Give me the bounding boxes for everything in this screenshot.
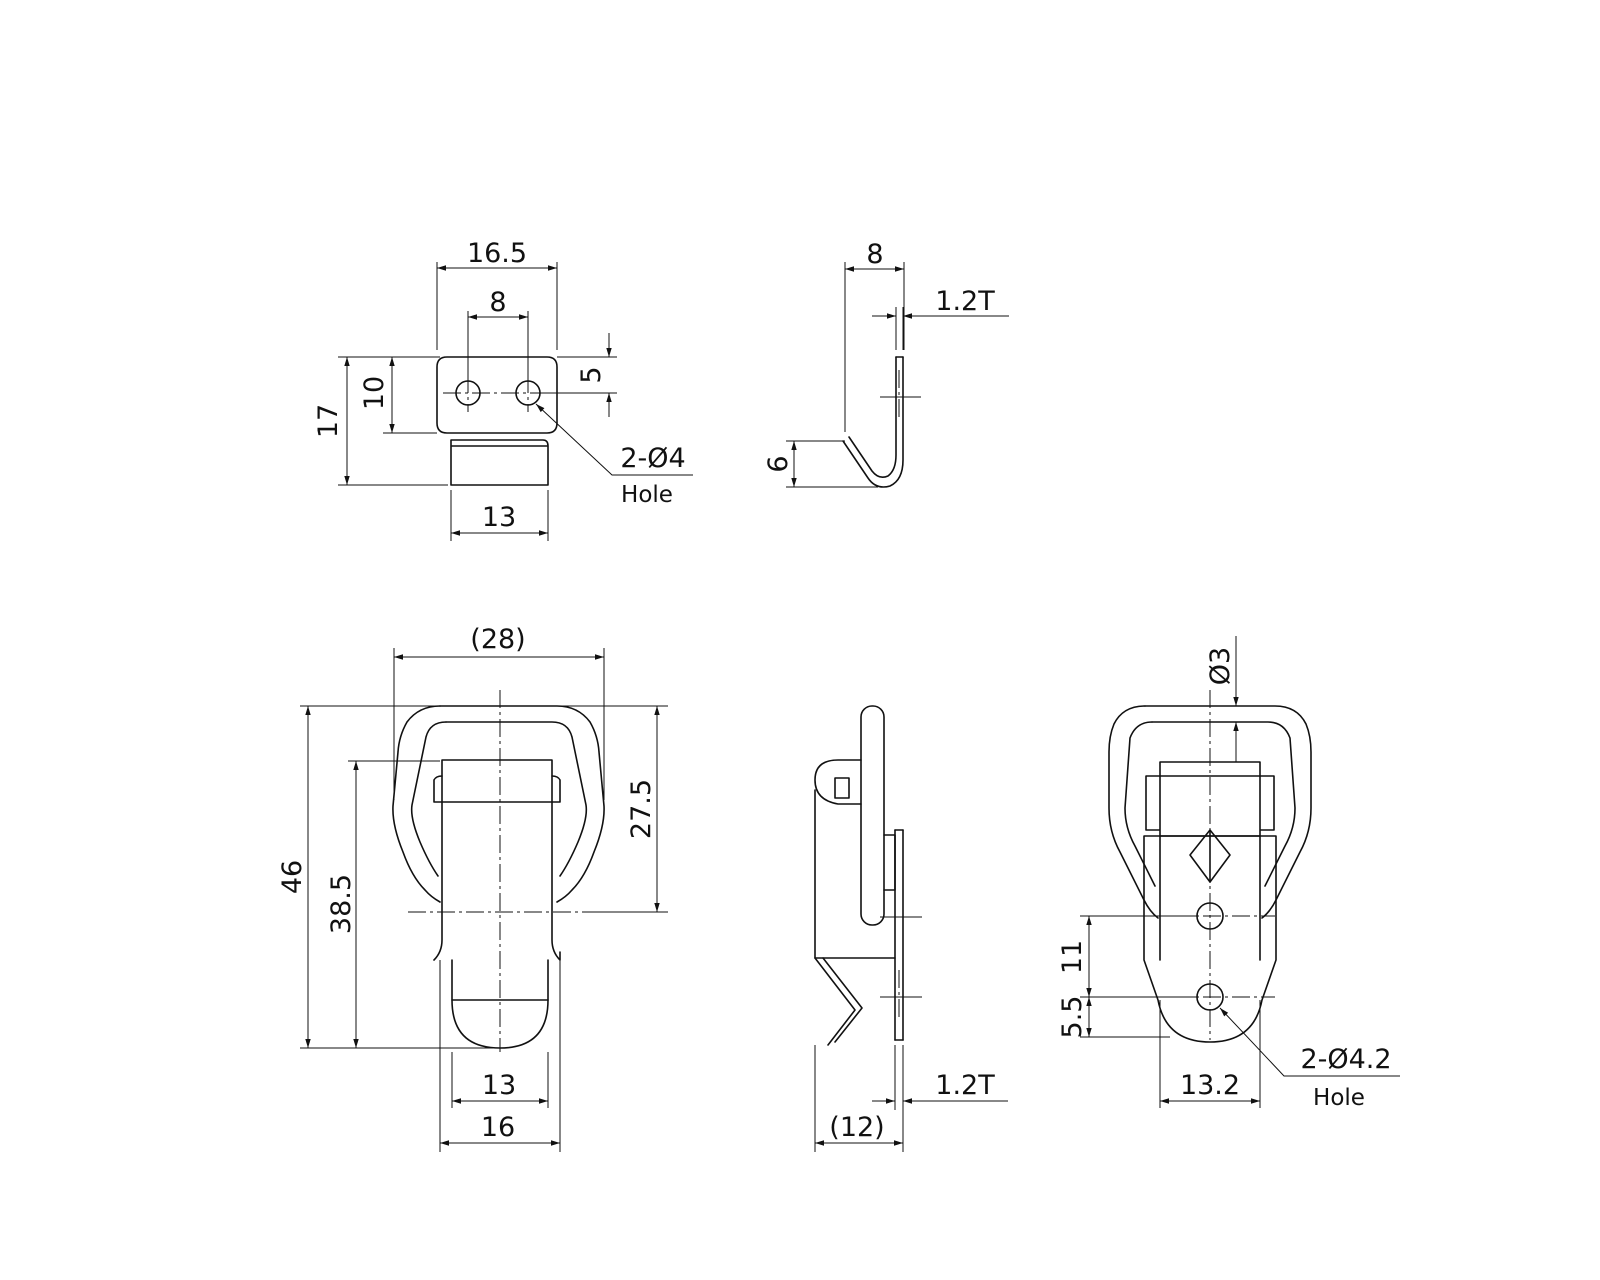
latch-side-lever <box>814 759 896 959</box>
dim-latch-body-width: 16 <box>481 1112 515 1143</box>
dim-keeper-depth: 8 <box>866 239 883 270</box>
dim-latch-thickness: 1.2T <box>935 1070 995 1101</box>
keeper-hole-label: Hole <box>621 482 673 508</box>
keeper-hook-profile-outer <box>842 356 904 488</box>
dim-latch-rear-width: 13.2 <box>1180 1070 1240 1101</box>
dim-keeper-height: 17 <box>313 404 344 438</box>
keeper-plate-outline <box>436 356 558 434</box>
dim-keeper-base-width: 13 <box>482 502 516 533</box>
latch-hole-label: Hole <box>1313 1085 1365 1111</box>
dim-keeper-hook-height: 6 <box>763 455 794 472</box>
dim-latch-height: 46 <box>277 860 308 894</box>
latch-lever-body <box>433 759 561 961</box>
dim-keeper-hole-offset: 5 <box>576 366 607 383</box>
latch-front-view: (28) 46 38.5 27.5 13 16 <box>277 624 668 1152</box>
dim-keeper-hole-pitch: 8 <box>489 287 506 318</box>
latch-rear-view: Ø3 11 5.5 13.2 2-Ø4.2 Hole <box>1057 636 1400 1111</box>
dim-latch-width: (28) <box>470 624 525 655</box>
dim-keeper-thickness: 1.2T <box>935 286 995 317</box>
dim-latch-tip-width: 13 <box>482 1070 516 1101</box>
dim-latch-loop-height: 27.5 <box>626 779 657 839</box>
dim-latch-hole-to-end: 5.5 <box>1057 996 1088 1039</box>
dim-latch-hinge-to-tip: 38.5 <box>326 874 357 934</box>
latch-rear-wire-inner <box>1151 721 1296 887</box>
latch-rear-lever <box>1143 835 1277 1043</box>
latch-side-spring <box>814 957 863 1046</box>
latch-wire-loop-inner <box>445 721 588 877</box>
dim-latch-depth: (12) <box>829 1112 884 1143</box>
latch-hole-callout: 2-Ø4.2 <box>1300 1044 1391 1075</box>
keeper-hook-profile-inner <box>848 356 897 478</box>
keeper-hook-base <box>450 439 549 486</box>
keeper-side-view: 8 1.2T 6 <box>763 239 1009 488</box>
keeper-front-view: 16.5 8 17 10 5 13 2-Ø4 Hole <box>313 238 693 541</box>
dim-latch-hole-pitch: 11 <box>1057 940 1088 974</box>
keeper-hole-callout: 2-Ø4 <box>620 443 685 474</box>
latch-rear-wire-outer <box>1144 705 1312 919</box>
dim-keeper-plate-height: 10 <box>359 376 390 410</box>
latch-rear-cam <box>1189 829 1231 883</box>
dim-keeper-width: 16.5 <box>467 238 527 269</box>
latch-side-view: 1.2T (12) <box>814 705 1008 1152</box>
latch-side-wire <box>860 705 885 926</box>
latch-wire-loop-outer <box>439 705 605 903</box>
dim-latch-pin-diameter: Ø3 <box>1205 647 1236 685</box>
